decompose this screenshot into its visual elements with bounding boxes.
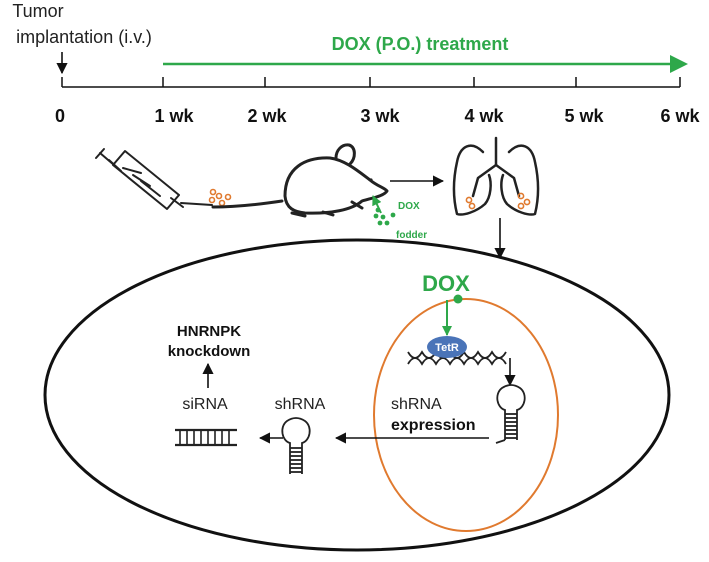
lung-tumor-icon: [465, 192, 531, 210]
knockdown-line1: HNRNPK: [177, 323, 241, 340]
tick-label-5: 5 wk: [564, 106, 604, 126]
treatment-label: DOX (P.O.) treatment: [332, 34, 509, 54]
fodder-pellets-icon: [373, 207, 396, 226]
sirna-duplex-icon: [175, 428, 237, 447]
fodder-dox-label: DOX: [398, 201, 420, 212]
tick-label-4: 4 wk: [464, 106, 504, 126]
cell-dox-label: DOX: [422, 271, 470, 296]
shrna-expression-line1: shRNA: [391, 396, 442, 413]
tick-label-6: 6 wk: [660, 106, 700, 126]
timeline-tick-labels: 0 1 wk 2 wk 3 wk 4 wk 5 wk 6 wk: [55, 106, 701, 126]
nucleus: [373, 298, 559, 532]
tetr-protein: [427, 336, 467, 358]
timeline-ticks: [61, 77, 681, 87]
tumor-label-line2: implantation (i.v.): [16, 27, 152, 47]
knockdown-line2: knockdown: [168, 343, 251, 360]
tick-label-3: 3 wk: [360, 106, 400, 126]
hairpin-cytoplasm-icon: [281, 417, 311, 474]
tick-label-0: 0: [55, 106, 65, 126]
mouse-icon: [211, 143, 389, 218]
tick-label-2: 2 wk: [247, 106, 287, 126]
lungs-icon: [452, 136, 540, 216]
tumor-label-line1: Tumor: [12, 1, 63, 21]
treatment-arrowhead: [670, 55, 688, 73]
tick-label-1: 1 wk: [154, 106, 194, 126]
tumor-cell: [43, 238, 671, 552]
hairpin-nucleus-icon: [495, 384, 526, 444]
shrna-expression-line2: expression: [391, 417, 475, 434]
sirna-label: siRNA: [182, 396, 228, 413]
fodder-label: fodder: [396, 230, 427, 241]
syringe-icon: [95, 148, 213, 210]
tumor-cells-icon: [208, 188, 232, 207]
timeline: Tumor implantation (i.v.) DOX (P.O.) tre…: [12, 1, 700, 126]
dna-helix-icon: [407, 350, 507, 366]
dox-fodder: DOX fodder: [372, 195, 427, 241]
tetr-label: TetR: [435, 342, 459, 354]
shrna-label: shRNA: [275, 396, 326, 413]
dox-molecule: [453, 294, 463, 304]
